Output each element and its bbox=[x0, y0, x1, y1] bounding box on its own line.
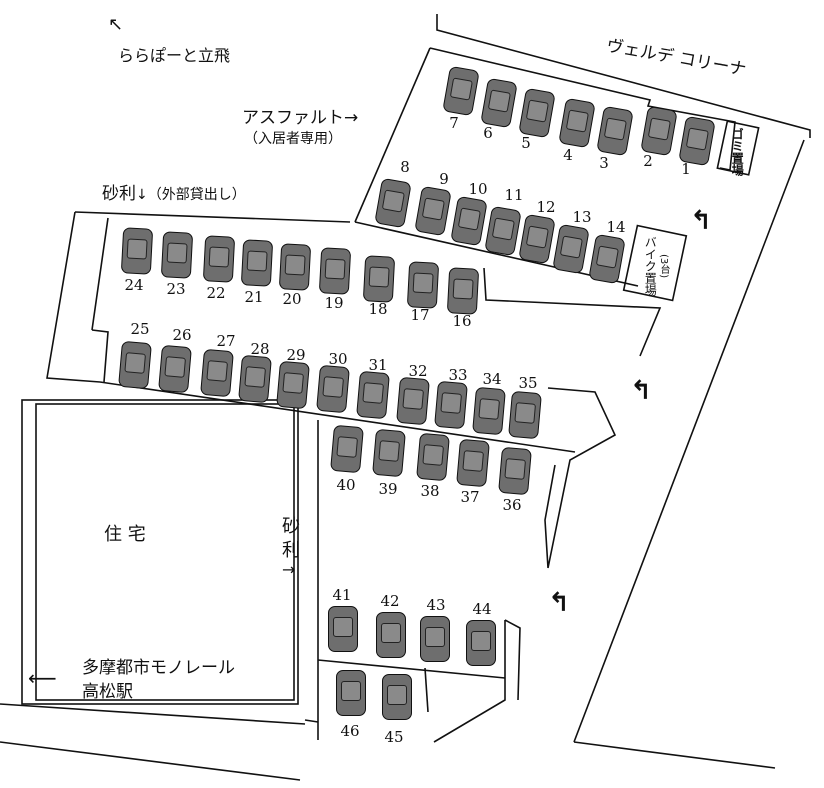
parking-space-number: 45 bbox=[384, 728, 404, 746]
parking-space-41 bbox=[328, 606, 358, 652]
gravel-rental-label: 砂利↓（外部貸出し） bbox=[102, 184, 246, 204]
gravel-mid-arrow: → bbox=[282, 560, 296, 579]
parking-space-18 bbox=[362, 255, 396, 303]
parking-space-number: 13 bbox=[572, 208, 592, 226]
parking-space-number: 30 bbox=[328, 350, 348, 368]
parking-space-number: 10 bbox=[468, 180, 488, 198]
station-label-2: 高松駅 bbox=[82, 682, 133, 702]
parking-space-45 bbox=[382, 674, 412, 720]
parking-space-number: 31 bbox=[368, 356, 388, 374]
parking-space-22 bbox=[202, 235, 236, 283]
parking-space-number: 4 bbox=[563, 146, 573, 164]
parking-space-number: 19 bbox=[324, 294, 344, 312]
bike-area-label: バイク置場 bbox=[643, 236, 658, 296]
parking-space-number: 14 bbox=[606, 218, 626, 236]
parking-space-40 bbox=[330, 424, 364, 474]
parking-space-number: 36 bbox=[502, 496, 522, 514]
entry-arrow-icon: ↰ bbox=[548, 588, 570, 618]
entry-arrow-icon: ↰ bbox=[690, 206, 712, 236]
parking-space-number: 17 bbox=[410, 306, 430, 324]
parking-space-number: 22 bbox=[206, 284, 226, 302]
parking-space-21 bbox=[240, 239, 274, 287]
parking-space-number: 8 bbox=[400, 158, 410, 176]
parking-space-number: 41 bbox=[332, 586, 352, 604]
parking-space-34 bbox=[472, 386, 506, 436]
house-label: 住 宅 bbox=[104, 524, 146, 545]
gravel-mid-label-2: 利 bbox=[282, 540, 300, 561]
parking-space-number: 3 bbox=[599, 154, 609, 172]
parking-space-number: 38 bbox=[420, 482, 440, 500]
parking-space-24 bbox=[120, 227, 154, 275]
parking-space-44 bbox=[466, 620, 496, 666]
parking-space-number: 29 bbox=[286, 346, 306, 364]
parking-space-number: 33 bbox=[448, 366, 468, 384]
trash-area-label: ゴミ置場 bbox=[730, 128, 745, 176]
parking-space-number: 6 bbox=[483, 124, 493, 142]
parking-space-33 bbox=[434, 380, 468, 430]
parking-space-32 bbox=[396, 376, 430, 426]
parking-space-16 bbox=[446, 267, 480, 315]
parking-space-35 bbox=[508, 390, 542, 440]
parking-space-number: 42 bbox=[380, 592, 400, 610]
parking-space-number: 1 bbox=[681, 160, 691, 178]
parking-space-36 bbox=[498, 446, 532, 496]
parking-space-43 bbox=[420, 616, 450, 662]
parking-space-number: 11 bbox=[504, 186, 524, 204]
parking-space-19 bbox=[318, 247, 352, 295]
parking-space-number: 44 bbox=[472, 600, 492, 618]
parking-space-17 bbox=[406, 261, 440, 309]
entry-arrow-icon: ↰ bbox=[630, 376, 652, 406]
parking-space-26 bbox=[158, 344, 192, 394]
parking-space-46 bbox=[336, 670, 366, 716]
parking-space-20 bbox=[278, 243, 312, 291]
parking-space-number: 37 bbox=[460, 488, 480, 506]
station-label-1: 多摩都市モノレール bbox=[82, 658, 235, 678]
parking-space-31 bbox=[356, 370, 390, 420]
bike-count-label: (3台) bbox=[658, 254, 669, 279]
arrow-left-icon: ⟵ bbox=[28, 666, 57, 690]
parking-space-number: 2 bbox=[643, 152, 653, 170]
parking-space-number: 24 bbox=[124, 276, 144, 294]
parking-space-number: 35 bbox=[518, 374, 538, 392]
parking-space-number: 25 bbox=[130, 320, 150, 338]
parking-space-number: 26 bbox=[172, 326, 192, 344]
parking-space-number: 46 bbox=[340, 722, 360, 740]
arrow-up-left-icon: ↖ bbox=[108, 14, 124, 35]
parking-space-number: 40 bbox=[336, 476, 356, 494]
parking-space-37 bbox=[456, 438, 490, 488]
parking-space-number: 12 bbox=[536, 198, 556, 216]
parking-space-number: 34 bbox=[482, 370, 502, 388]
parking-space-number: 28 bbox=[250, 340, 270, 358]
parking-space-29 bbox=[276, 360, 310, 410]
parking-space-42 bbox=[376, 612, 406, 658]
parking-space-number: 21 bbox=[244, 288, 264, 306]
parking-space-23 bbox=[160, 231, 194, 279]
parking-space-27 bbox=[200, 348, 234, 398]
parking-space-number: 5 bbox=[521, 134, 531, 152]
parking-space-28 bbox=[238, 354, 272, 404]
parking-space-number: 7 bbox=[449, 114, 459, 132]
parking-space-number: 32 bbox=[408, 362, 428, 380]
parking-space-39 bbox=[372, 428, 406, 478]
parking-space-number: 18 bbox=[368, 300, 388, 318]
parking-space-number: 27 bbox=[216, 332, 236, 350]
asphalt-label: アスファルト→ bbox=[242, 108, 359, 128]
parking-space-number: 9 bbox=[439, 170, 449, 188]
parking-space-30 bbox=[316, 364, 350, 414]
parking-space-25 bbox=[118, 340, 152, 390]
gravel-mid-label-1: 砂 bbox=[282, 516, 300, 537]
parking-space-38 bbox=[416, 432, 450, 482]
parking-space-number: 23 bbox=[166, 280, 186, 298]
parking-space-number: 16 bbox=[452, 312, 472, 330]
residents-only-label: （入居者専用） bbox=[244, 131, 342, 147]
parking-space-number: 39 bbox=[378, 480, 398, 498]
parking-space-number: 20 bbox=[282, 290, 302, 308]
parking-space-number: 43 bbox=[426, 596, 446, 614]
lalaport-label: ららぽーと立飛 bbox=[118, 46, 231, 65]
